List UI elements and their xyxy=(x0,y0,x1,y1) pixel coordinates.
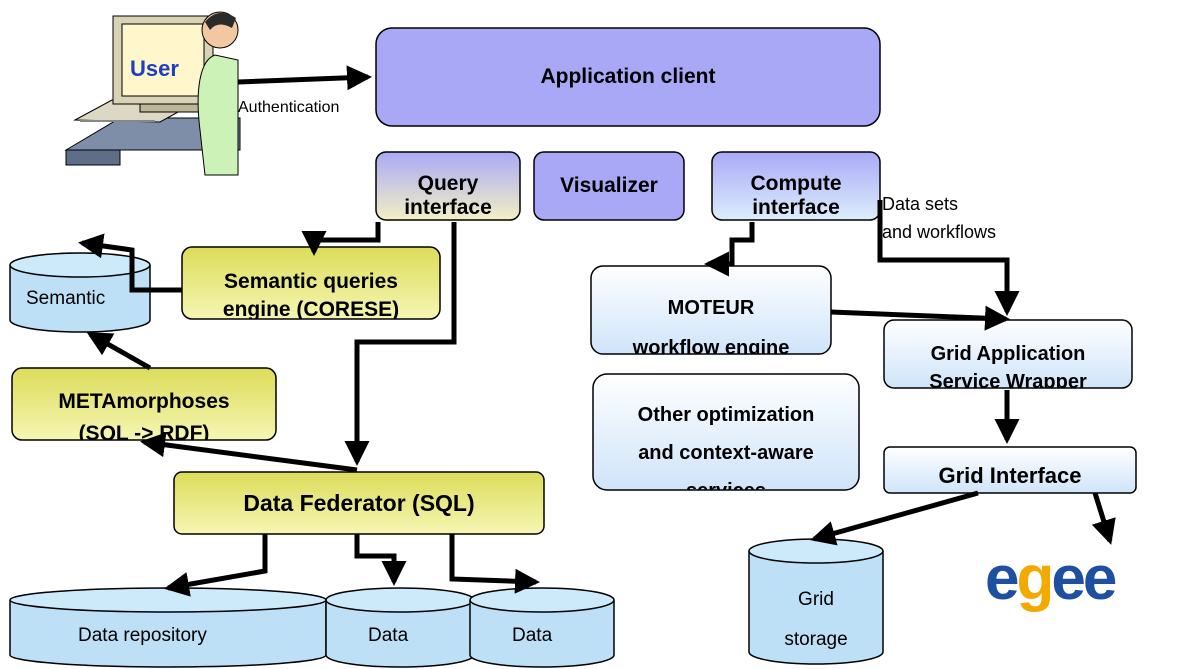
federator-to-data1-arrow xyxy=(354,534,407,587)
data-1-label: Data xyxy=(368,625,409,646)
compute-to-grid-app-arrow xyxy=(877,200,1020,317)
data-federator-label: Data Federator (SQL) xyxy=(243,489,475,516)
semantic-cylinder xyxy=(9,252,151,333)
user-label: User xyxy=(130,56,179,81)
semantic-queries: Semantic queries engine (CORESE) xyxy=(182,247,440,319)
semantic-queries-line1: Semantic queries xyxy=(224,270,398,293)
compute-interface: Compute interface xyxy=(712,152,880,220)
other-optimization: Other optimization and context-aware ser… xyxy=(593,374,859,490)
visualizer-box xyxy=(533,151,685,221)
query-interface: Query interface xyxy=(376,152,520,220)
compute-to-moteur-arrow xyxy=(703,222,755,277)
semantic-queries-line2: engine (CORESE) xyxy=(222,298,400,319)
data-federator: Data Federator (SQL) xyxy=(174,472,544,534)
application-client-box xyxy=(375,27,881,127)
application-client-label: Application client xyxy=(540,65,716,88)
egee-logo-letter: g xyxy=(1016,544,1054,613)
grid-storage-line2: storage xyxy=(784,629,848,650)
datasets-label: Data sets and workflows xyxy=(882,190,1032,246)
authentication-arrow xyxy=(237,65,372,91)
grid-application-line2: Service Wrapper xyxy=(929,371,1087,388)
egee-logo-letter: e xyxy=(1082,544,1118,613)
compute-interface-line1: Compute xyxy=(750,172,842,195)
egee-logo-letter: e xyxy=(985,544,1020,613)
egee-logo-letter: e xyxy=(1051,544,1086,613)
grid-application-line1: Grid Application xyxy=(930,343,1086,365)
other-optimization-line2: and context-aware xyxy=(638,442,814,464)
query-interface-line1: Query xyxy=(417,172,479,195)
visualizer-label: Visualizer xyxy=(560,174,658,197)
user-illustration xyxy=(64,11,241,176)
moteur: MOTEUR workflow engine xyxy=(591,266,831,354)
compute-interface-box xyxy=(711,151,881,221)
datasets-line1: Data sets xyxy=(882,194,959,214)
metamorphoses: METAmorphoses (SQL -> RDF) xyxy=(12,368,276,440)
moteur-line1: MOTEUR xyxy=(667,297,755,319)
query-to-federator-arrow xyxy=(344,222,457,467)
metamorphoses-to-semantic-arrow xyxy=(86,331,152,371)
datasets-line2: and workflows xyxy=(882,222,997,242)
federator-to-data2-arrow xyxy=(449,534,540,594)
data-repository-label: Data repository xyxy=(78,625,207,646)
grid-storage-label: Grid storage xyxy=(749,580,883,660)
data-cylinder-2 xyxy=(469,587,615,668)
application-client: Application client xyxy=(376,28,880,126)
query-interface-box xyxy=(375,151,521,221)
other-optimization-box xyxy=(592,373,860,491)
visualizer: Visualizer xyxy=(534,152,684,220)
other-optimization-line1: Other optimization xyxy=(637,404,815,426)
federator-to-repository-arrow xyxy=(164,534,268,597)
data-2-label: Data xyxy=(512,625,553,646)
compute-interface-line2: interface xyxy=(752,196,840,219)
semantic-store-label: Semantic xyxy=(26,288,106,309)
semantic-engine-to-store-arrow xyxy=(78,233,182,293)
grid-interface-box xyxy=(883,446,1137,494)
interface-to-egee-arrow xyxy=(1091,492,1116,545)
metamorphoses-line2: (SQL -> RDF) xyxy=(78,422,210,440)
grid-interface: Grid Interface xyxy=(884,447,1136,493)
interface-to-storage-arrow xyxy=(810,490,979,546)
egee-logo: egee xyxy=(985,548,1117,610)
other-optimization-line3: services xyxy=(593,472,859,490)
grid-interface-label: Grid Interface xyxy=(938,463,1082,488)
moteur-line2: workflow engine xyxy=(632,337,790,354)
metamorphoses-line1: METAmorphoses xyxy=(58,390,230,413)
data-cylinder-1 xyxy=(325,587,475,668)
query-interface-line2: interface xyxy=(404,196,492,219)
query-to-semantic-arrow xyxy=(301,222,381,257)
authentication-label: Authentication xyxy=(238,99,340,116)
federator-to-metamorphoses-arrow xyxy=(140,432,358,473)
grid-storage-line1: Grid xyxy=(798,589,834,610)
moteur-to-grid-app-arrow xyxy=(830,305,1010,331)
grid-application: Grid Application Service Wrapper xyxy=(884,320,1132,388)
